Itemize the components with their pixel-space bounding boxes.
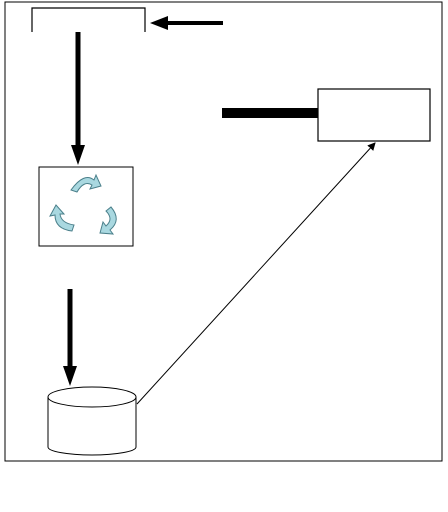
thick-bar-from-right-box xyxy=(222,108,318,118)
arrow-into-top-box xyxy=(150,16,223,30)
database-cylinder xyxy=(47,386,137,456)
arrow-top-to-process xyxy=(71,32,85,165)
outer-frame xyxy=(4,1,443,462)
top-box xyxy=(31,7,146,32)
right-box xyxy=(317,88,431,142)
cycle-arrows-icon xyxy=(49,173,117,235)
arrow-cylinder-to-right-box xyxy=(136,142,376,405)
arrow-process-to-cylinder xyxy=(63,289,77,386)
